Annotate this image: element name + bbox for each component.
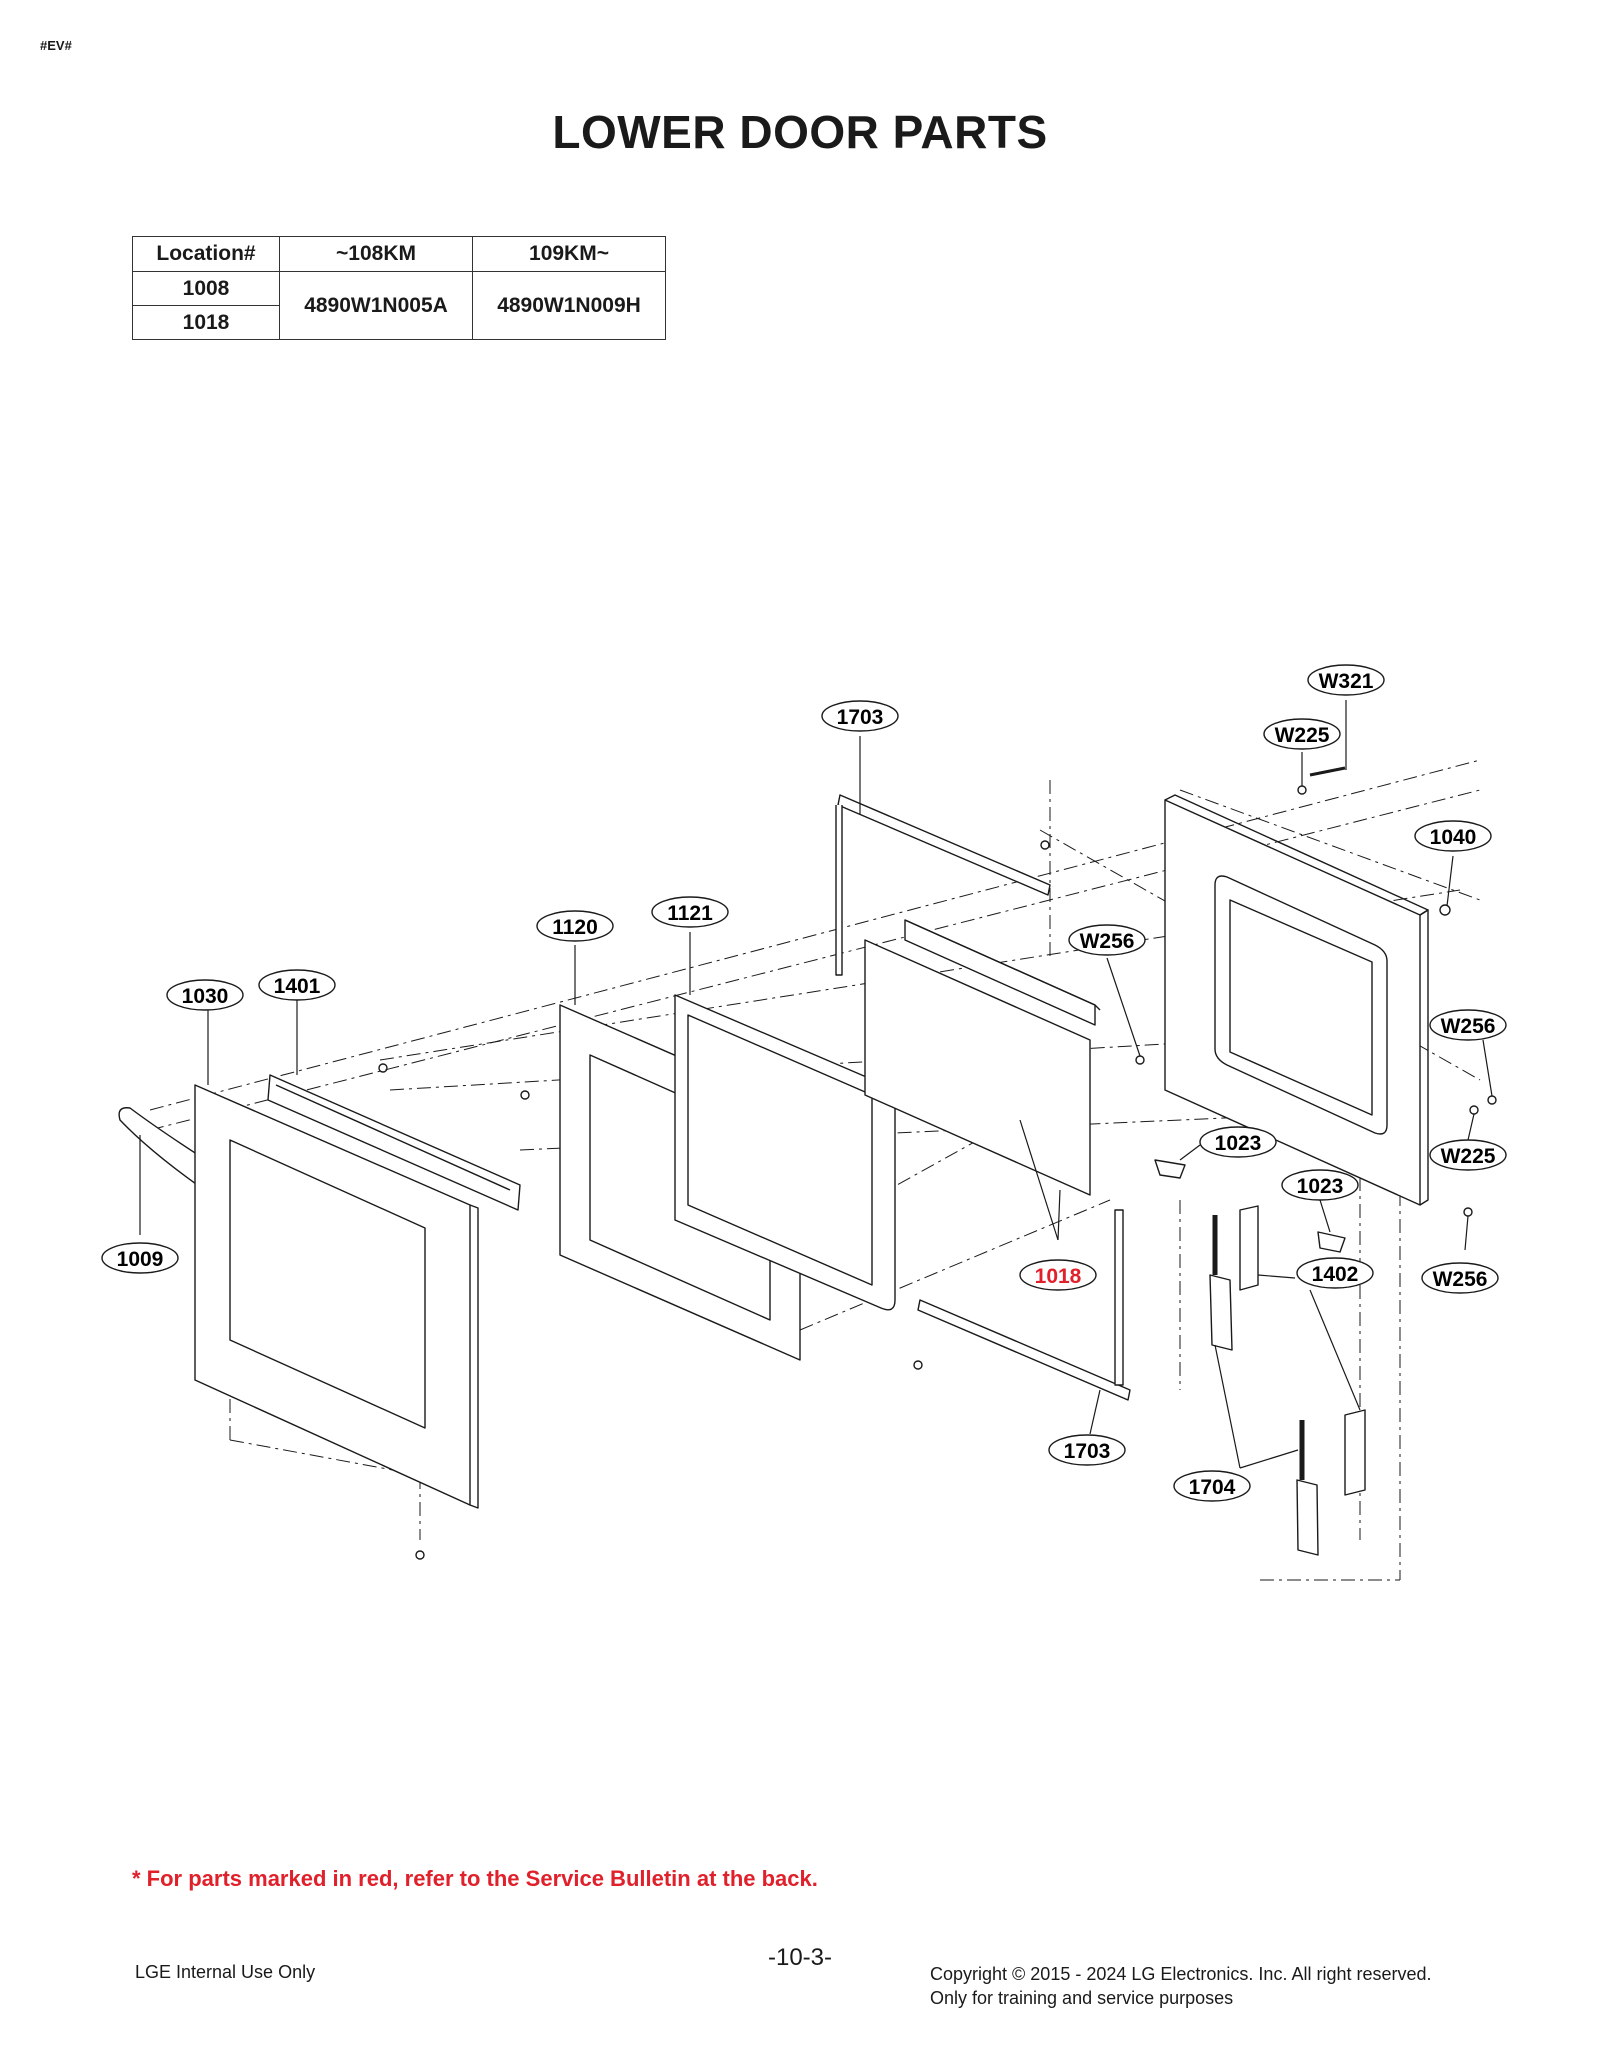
svg-text:1704: 1704 bbox=[1189, 1476, 1236, 1499]
hinge-1704-b bbox=[1296, 1420, 1319, 1556]
back-frame-1040 bbox=[1164, 794, 1429, 1206]
svg-text:1023: 1023 bbox=[1215, 1132, 1262, 1155]
callout-1009: 1009 bbox=[101, 1242, 179, 1274]
location-table: Location# ~108KM 109KM~ 1008 4890W1N005A… bbox=[132, 236, 666, 340]
svg-text:1402: 1402 bbox=[1312, 1263, 1359, 1286]
hinge-1704-a bbox=[1209, 1215, 1233, 1351]
svg-text:1120: 1120 bbox=[552, 916, 598, 939]
callout-1704: 1704 bbox=[1173, 1470, 1251, 1502]
service-bulletin-note: * For parts marked in red, refer to the … bbox=[132, 1866, 818, 1891]
table-row-location: 1008 bbox=[132, 271, 280, 306]
svg-text:W256: W256 bbox=[1080, 930, 1135, 953]
footer-copyright: Copyright © 2015 - 2024 LG Electronics. … bbox=[930, 1962, 1432, 2010]
gasket-1703-bot bbox=[917, 1299, 1131, 1401]
callout-1401: 1401 bbox=[258, 969, 336, 1001]
callout-1402: 1402 bbox=[1296, 1257, 1374, 1289]
callout-1121: 1121 bbox=[651, 896, 729, 928]
callout-W256-mid: W256 bbox=[1068, 924, 1146, 956]
callout-1703-bot: 1703 bbox=[1048, 1434, 1126, 1466]
callout-1023-b: 1023 bbox=[1281, 1169, 1359, 1201]
glass-panel-1018-a bbox=[864, 939, 1091, 1196]
doc-tag: #EV# bbox=[40, 38, 72, 53]
svg-text:W256: W256 bbox=[1441, 1015, 1496, 1038]
svg-text:W321: W321 bbox=[1319, 670, 1374, 693]
svg-text:1121: 1121 bbox=[667, 902, 713, 925]
svg-text:1401: 1401 bbox=[274, 975, 321, 998]
door-outer-panel-1030 bbox=[194, 1084, 479, 1509]
hinge-cover-1402-b bbox=[1344, 1409, 1366, 1496]
svg-text:1018: 1018 bbox=[1035, 1265, 1082, 1288]
table-row-location: 1018 bbox=[132, 305, 280, 340]
table-cell-part-108: 4890W1N005A bbox=[279, 271, 473, 340]
table-cell-part-109: 4890W1N009H bbox=[472, 271, 666, 340]
callout-W225-right: W225 bbox=[1429, 1139, 1507, 1171]
page-number: -10-3- bbox=[767, 1944, 833, 1971]
copyright-line: Copyright © 2015 - 2024 LG Electronics. … bbox=[930, 1964, 1432, 1984]
svg-text:1703: 1703 bbox=[1064, 1440, 1111, 1463]
callout-1018: 1018 bbox=[1019, 1259, 1097, 1291]
footer-internal-use: LGE Internal Use Only bbox=[135, 1962, 316, 1982]
hinge-cover-1402-a bbox=[1239, 1205, 1259, 1291]
svg-text:1023: 1023 bbox=[1297, 1175, 1344, 1198]
door-trim-1401 bbox=[267, 1074, 521, 1211]
svg-text:W225: W225 bbox=[1441, 1145, 1496, 1168]
svg-text:1703: 1703 bbox=[837, 706, 884, 729]
page-title: LOWER DOOR PARTS bbox=[552, 106, 1048, 158]
callout-1030: 1030 bbox=[166, 979, 244, 1011]
clip-1023-a bbox=[1154, 1159, 1186, 1179]
callout-W321: W321 bbox=[1307, 664, 1385, 696]
callout-W256-low: W256 bbox=[1421, 1262, 1499, 1294]
callout-W256-right: W256 bbox=[1429, 1009, 1507, 1041]
callout-W225-top: W225 bbox=[1263, 718, 1341, 750]
callout-1040: 1040 bbox=[1414, 820, 1492, 852]
gasket-1703-top bbox=[837, 794, 1051, 896]
callout-1703-top: 1703 bbox=[821, 700, 899, 732]
svg-text:W225: W225 bbox=[1275, 724, 1330, 747]
clip-1023-b bbox=[1317, 1231, 1346, 1253]
svg-text:W256: W256 bbox=[1433, 1268, 1488, 1291]
svg-text:1040: 1040 bbox=[1430, 826, 1477, 849]
callout-1120: 1120 bbox=[536, 910, 614, 942]
svg-text:1030: 1030 bbox=[182, 985, 229, 1008]
callout-1023-a: 1023 bbox=[1199, 1126, 1277, 1158]
svg-text:1009: 1009 bbox=[117, 1248, 164, 1271]
leader-lines bbox=[139, 700, 1493, 1469]
purpose-line: Only for training and service purposes bbox=[930, 1988, 1234, 2008]
